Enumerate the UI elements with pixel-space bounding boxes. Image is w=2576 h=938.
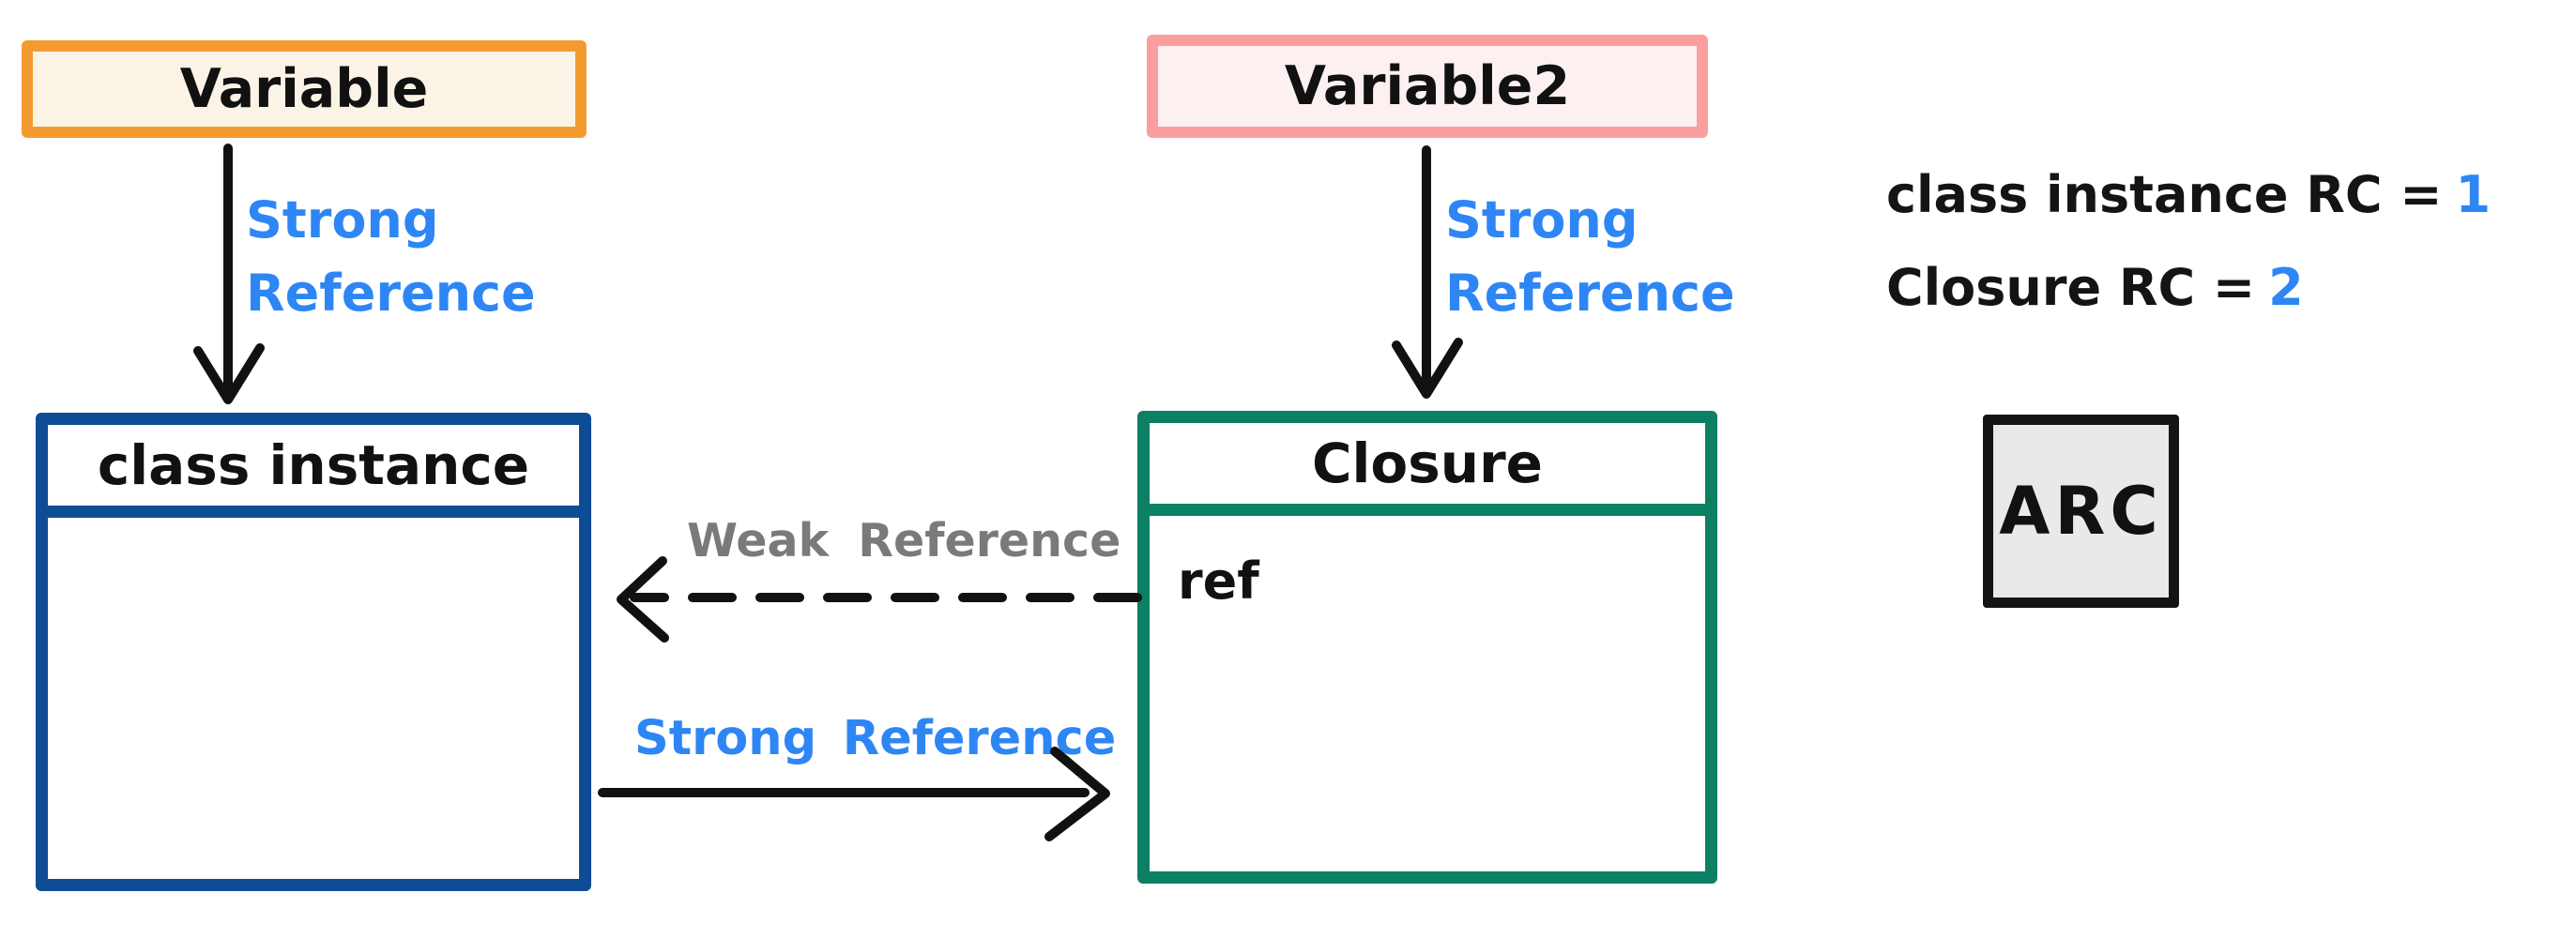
- strong-reference-right-line1: Strong: [1445, 190, 1639, 250]
- variable2-box: Variable2: [1147, 35, 1708, 138]
- closure-box: Closure ref: [1137, 411, 1717, 884]
- strong-reference-left-line1: Strong: [246, 190, 439, 250]
- variable-box-label: Variable: [179, 58, 429, 120]
- variable-box: Variable: [22, 40, 587, 138]
- arrowhead-left-icon: [617, 556, 669, 643]
- strong-reference-right-line2: Reference: [1445, 264, 1735, 323]
- arrowhead-down-left-icon: [193, 343, 265, 404]
- class-instance-title: class instance: [48, 425, 579, 518]
- class-instance-box: class instance: [36, 413, 591, 891]
- rc-line1-value: 1: [2455, 165, 2492, 224]
- weak-reference-label: Weak Reference: [687, 514, 1121, 567]
- variable2-box-label: Variable2: [1284, 55, 1571, 117]
- rc-line2-label: Closure RC =: [1886, 258, 2256, 317]
- arrowhead-down-right-icon: [1392, 338, 1463, 399]
- rc-line-closure: Closure RC =2: [1886, 241, 2491, 334]
- rc-line1-label: class instance RC =: [1886, 165, 2443, 224]
- rc-line-class-instance: class instance RC =1: [1886, 148, 2491, 241]
- closure-ref-field: ref: [1178, 552, 1259, 611]
- arc-box: ARC: [1983, 415, 2179, 608]
- closure-title: Closure: [1150, 423, 1705, 516]
- arc-box-label: ARC: [1999, 473, 2163, 550]
- reference-count-annotation: class instance RC =1 Closure RC =2: [1886, 148, 2491, 334]
- strong-reference-label-left: Strong Reference: [246, 184, 536, 330]
- rc-line2-value: 2: [2268, 258, 2304, 317]
- strong-reference-label-horizontal: Strong Reference: [634, 711, 1117, 766]
- strong-reference-left-line2: Reference: [246, 264, 536, 323]
- strong-reference-label-right: Strong Reference: [1445, 184, 1735, 330]
